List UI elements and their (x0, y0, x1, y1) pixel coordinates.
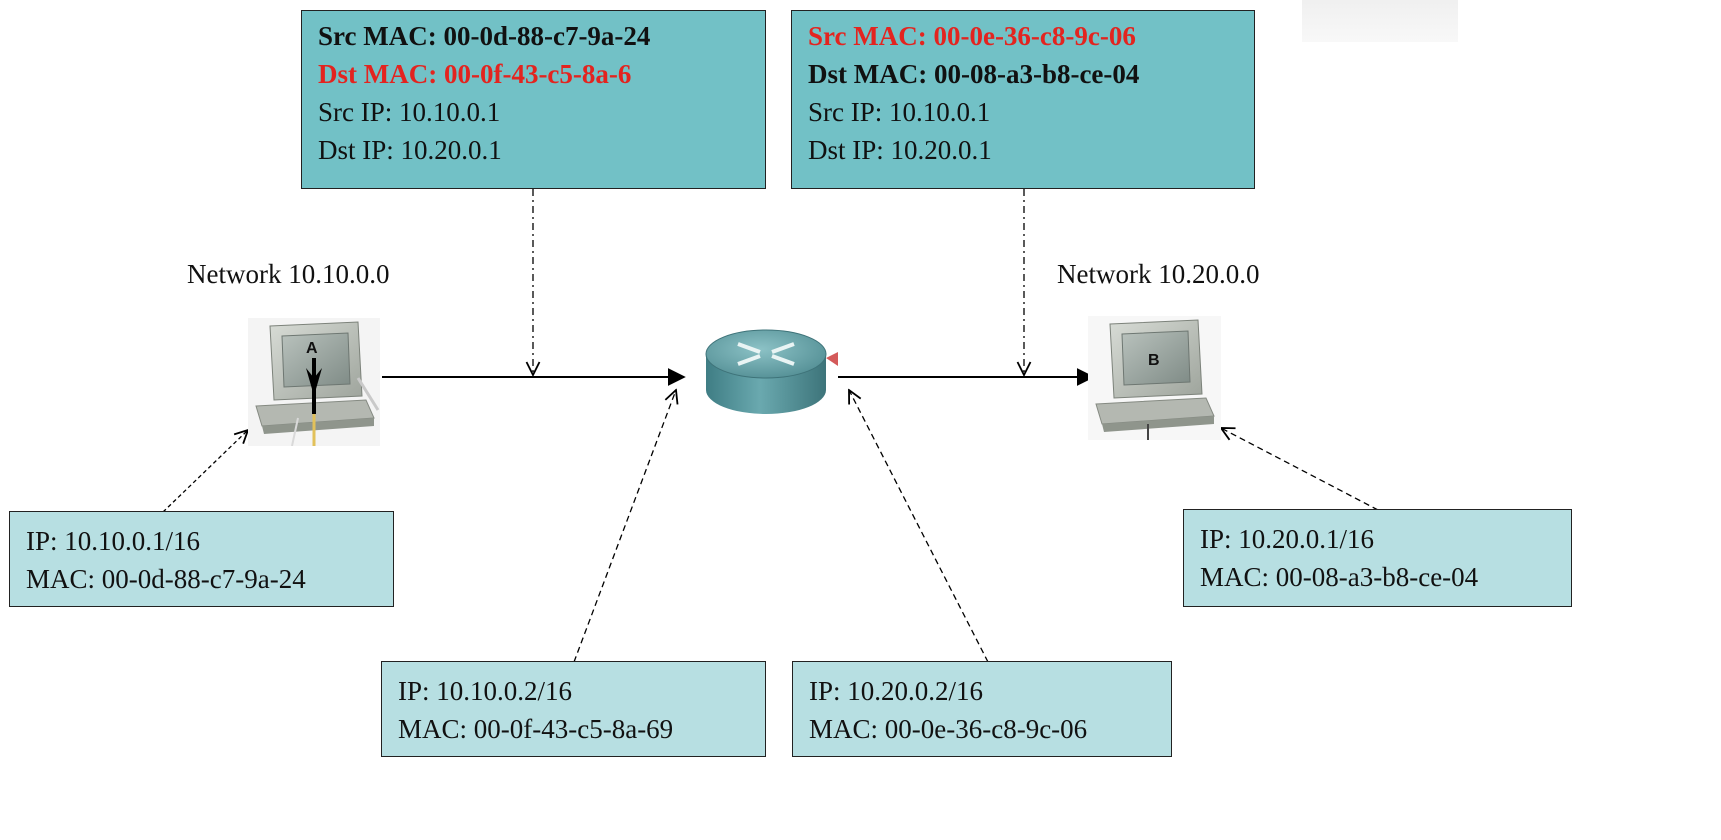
cable-down-arrow-icon (306, 358, 322, 414)
router-left-ip: IP: 10.10.0.2/16 (398, 676, 573, 706)
router-icon (698, 322, 838, 420)
router-left-mac: MAC: 00-0f-43-c5-8a-69 (398, 714, 674, 744)
frame-header-first-hop: Src MAC: 00-0d-88-c7-9a-24 Dst MAC: 00-0… (301, 10, 766, 189)
host-a-label: A (306, 340, 318, 357)
router (698, 322, 838, 420)
host-b-ip: IP: 10.20.0.1/16 (1200, 524, 1375, 554)
frame1-dst-mac: Dst MAC: 00-0f-43-c5-8a-6 (318, 59, 632, 89)
network-label-right: Network 10.20.0.0 (1057, 259, 1260, 289)
host-b-mac: MAC: 00-08-a3-b8-ce-04 (1200, 562, 1479, 592)
address-pointer-host-a (162, 430, 248, 513)
host-b: B (1088, 316, 1221, 440)
frame-header-second-hop: Src MAC: 00-0e-36-c8-9c-06 Dst MAC: 00-0… (791, 10, 1255, 189)
address-box-router-left: IP: 10.10.0.2/16 MAC: 00-0f-43-c5-8a-69 (381, 661, 766, 757)
frame1-dst-ip: Dst IP: 10.20.0.1 (318, 135, 502, 165)
router-right-mac: MAC: 00-0e-36-c8-9c-06 (809, 714, 1088, 744)
address-box-router-right: IP: 10.20.0.2/16 MAC: 00-0e-36-c8-9c-06 (792, 661, 1172, 757)
frame2-dst-mac: Dst MAC: 00-08-a3-b8-ce-04 (808, 59, 1140, 89)
computer-icon (1088, 316, 1221, 440)
host-a: A (248, 318, 380, 447)
host-b-label: B (1148, 352, 1160, 369)
host-a-ip: IP: 10.10.0.1/16 (26, 526, 201, 556)
frame1-src-mac: Src MAC: 00-0d-88-c7-9a-24 (318, 21, 651, 51)
address-box-host-a: IP: 10.10.0.1/16 MAC: 00-0d-88-c7-9a-24 (9, 511, 394, 607)
host-a-mac: MAC: 00-0d-88-c7-9a-24 (26, 564, 306, 594)
address-box-host-b: IP: 10.20.0.1/16 MAC: 00-08-a3-b8-ce-04 (1183, 509, 1572, 607)
frame1-src-ip: Src IP: 10.10.0.1 (318, 97, 501, 127)
address-pointer-router-right (849, 390, 989, 663)
router-right-ip: IP: 10.20.0.2/16 (809, 676, 984, 706)
watermark-patch (1302, 0, 1458, 42)
frame2-src-ip: Src IP: 10.10.0.1 (808, 97, 991, 127)
address-pointer-host-b (1221, 428, 1379, 511)
address-pointer-router-left (573, 390, 676, 663)
frame2-dst-ip: Dst IP: 10.20.0.1 (808, 135, 992, 165)
network-label-left: Network 10.10.0.0 (187, 259, 390, 289)
frame2-src-mac: Src MAC: 00-0e-36-c8-9c-06 (808, 21, 1136, 51)
